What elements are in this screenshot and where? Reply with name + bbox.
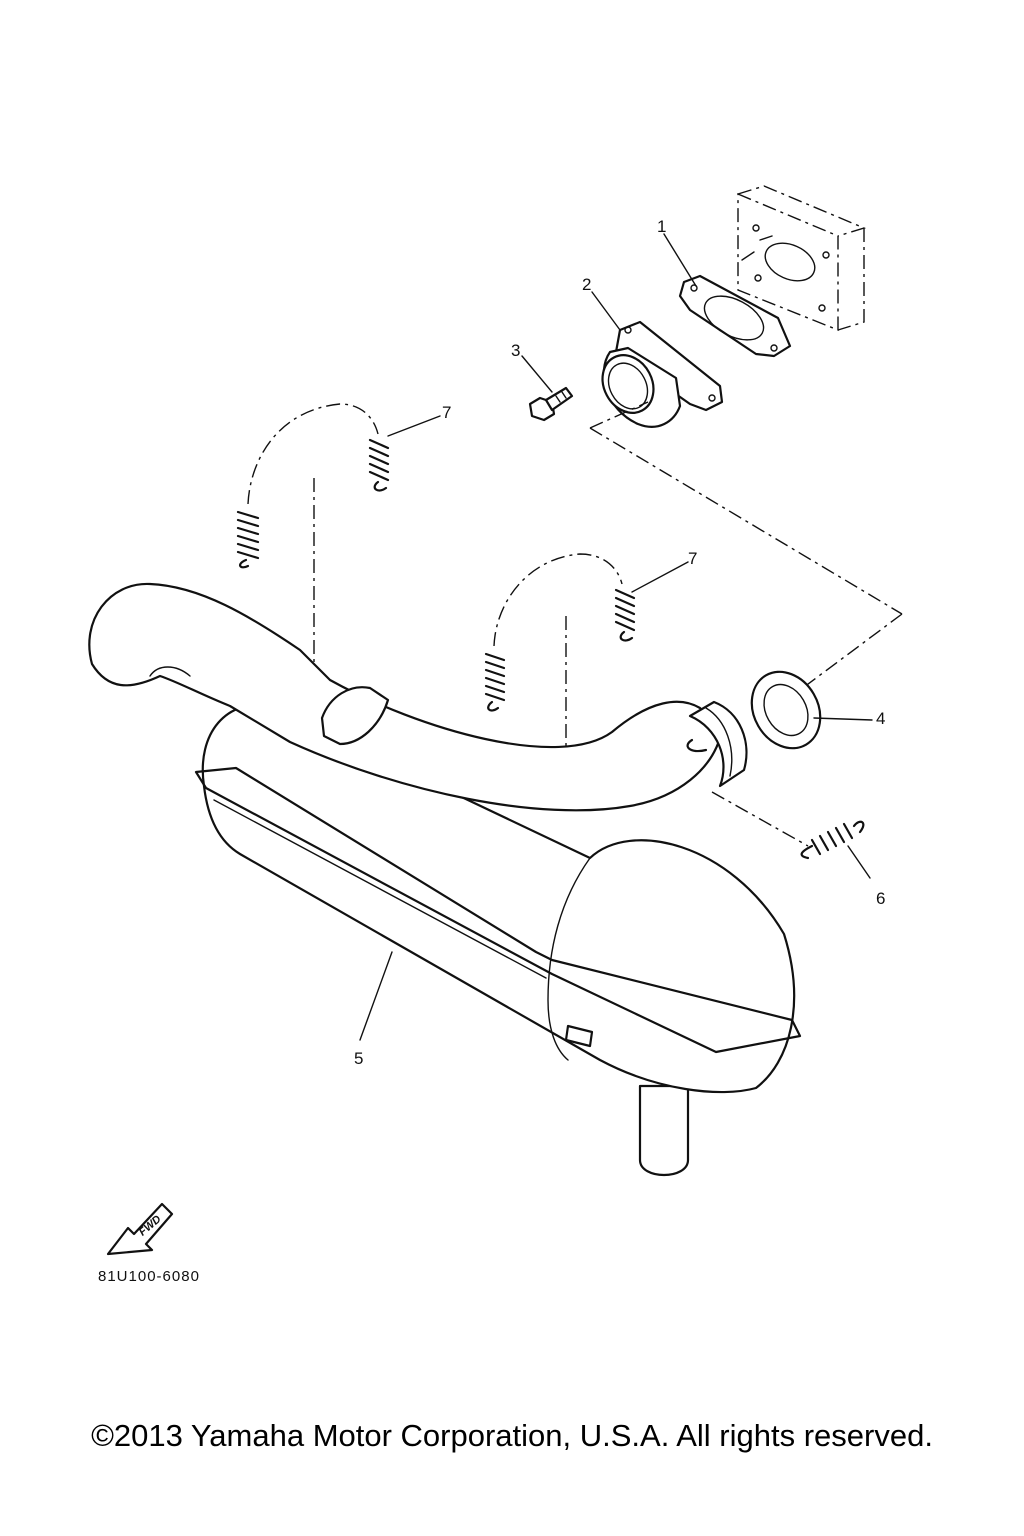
callout-4: 4 bbox=[876, 709, 885, 728]
bolt-part-3 bbox=[528, 386, 574, 422]
callout-1: 1 bbox=[657, 217, 666, 236]
copyright-notice: ©2013 Yamaha Motor Corporation, U.S.A. A… bbox=[91, 1418, 933, 1453]
manifold-joint-part-2 bbox=[601, 320, 724, 428]
callout-3: 3 bbox=[511, 341, 520, 360]
callout-5: 5 bbox=[354, 1049, 363, 1068]
callout-6: 6 bbox=[876, 889, 885, 908]
muffler-part-5 bbox=[88, 582, 802, 1177]
callout-7-upper: 7 bbox=[442, 403, 451, 422]
callout-7-lower: 7 bbox=[688, 549, 697, 568]
callout-2: 2 bbox=[582, 275, 591, 294]
spring-part-7-lower bbox=[484, 553, 636, 712]
spring-part-6 bbox=[800, 820, 865, 860]
diagram-code: 81U100-6080 bbox=[98, 1268, 200, 1285]
leader-lines bbox=[359, 233, 873, 1041]
fwd-arrow-icon: FWD bbox=[106, 1202, 174, 1256]
spring-part-7-upper bbox=[236, 403, 390, 569]
cylinder-block bbox=[737, 185, 867, 332]
gasket-part-1 bbox=[678, 274, 792, 358]
gasket-ring-part-4 bbox=[750, 670, 822, 750]
